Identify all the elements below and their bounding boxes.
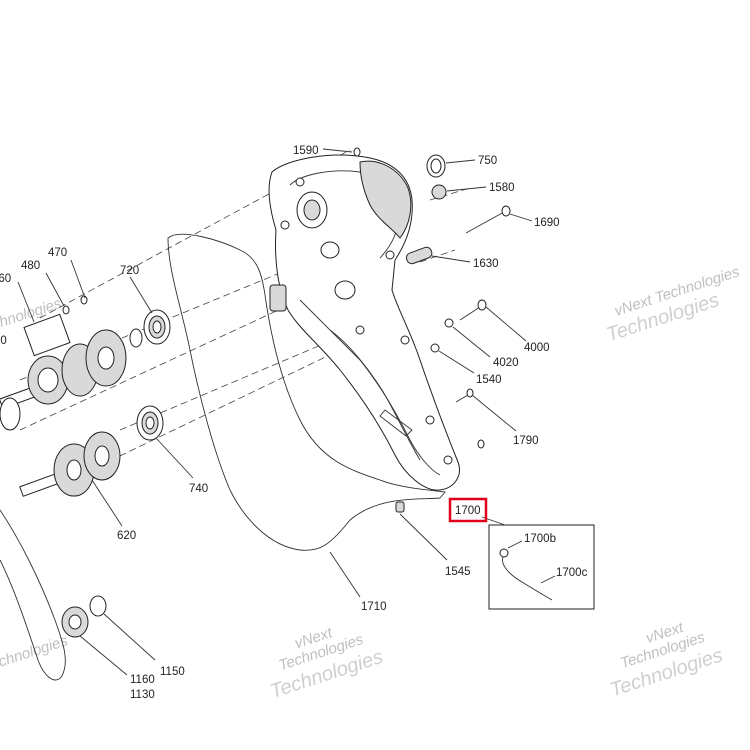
label-1150: 1150 (160, 666, 185, 678)
screw-1540 (430, 343, 440, 353)
pin-1630 (405, 246, 433, 265)
label-740: 740 (189, 483, 208, 495)
label-480: 480 (21, 260, 40, 272)
leader-lines (17, 148, 556, 676)
label-470: 470 (48, 247, 67, 259)
ring-720 (129, 328, 143, 348)
label-1630: 1630 (473, 258, 499, 270)
label-720: 720 (120, 265, 139, 277)
drive-belt (0, 509, 66, 681)
watermark-center: vNext Technologies Technologies (268, 624, 386, 703)
screw-4020 (444, 318, 454, 328)
label-620: 620 (117, 530, 136, 542)
label-460: 460 (0, 273, 11, 285)
label-1790: 1790 (513, 435, 539, 447)
bushing-1580 (431, 184, 447, 200)
ring-1150 (89, 595, 107, 617)
label-1700: 1700 (455, 505, 481, 517)
label-750: 750 (478, 155, 497, 167)
watermark-right-bottom: vNext Technologies Technologies (607, 619, 725, 702)
cover-casing (268, 154, 460, 491)
label-1690: 1690 (534, 217, 560, 229)
bolt-4000 (459, 299, 487, 321)
bearing-720 (143, 309, 171, 345)
label-4020: 4020 (493, 357, 519, 369)
gasket-1710 (167, 233, 446, 551)
bolt-1790 (455, 388, 485, 449)
label-1545: 1545 (445, 566, 471, 578)
seal-750 (426, 154, 446, 178)
watermark-right-top: vNext Technologies Technologies (604, 263, 742, 346)
gear-shaft-lower (19, 431, 121, 497)
watermark-left-bottom: Technologies (0, 632, 70, 675)
inset-box (488, 524, 595, 610)
label-1160: 1160 (130, 674, 155, 686)
label-1580: 1580 (489, 182, 515, 194)
label-1540: 1540 (476, 374, 502, 386)
screw-1590 (353, 147, 361, 157)
label-10: 10 (0, 335, 7, 347)
gear-shaft-upper (0, 313, 127, 431)
label-1590: 1590 (293, 145, 319, 157)
nut-1160 (61, 606, 89, 638)
label-1700b: 1700b (524, 533, 556, 545)
label-4000: 4000 (524, 342, 550, 354)
label-1700c: 1700c (556, 567, 588, 579)
label-1710: 1710 (361, 601, 387, 613)
highlight-1700 (448, 497, 488, 523)
plug-1545 (395, 501, 405, 513)
clip-470 (80, 295, 88, 305)
svg-text:Technologies: Technologies (0, 632, 70, 675)
bearing-740 (136, 405, 164, 441)
label-1130: 1130 (130, 689, 155, 701)
bolt-1690 (465, 205, 511, 234)
screw-480 (62, 305, 70, 315)
part-labels: 1590 750 1580 1690 1630 470 480 460 720 … (0, 145, 588, 701)
